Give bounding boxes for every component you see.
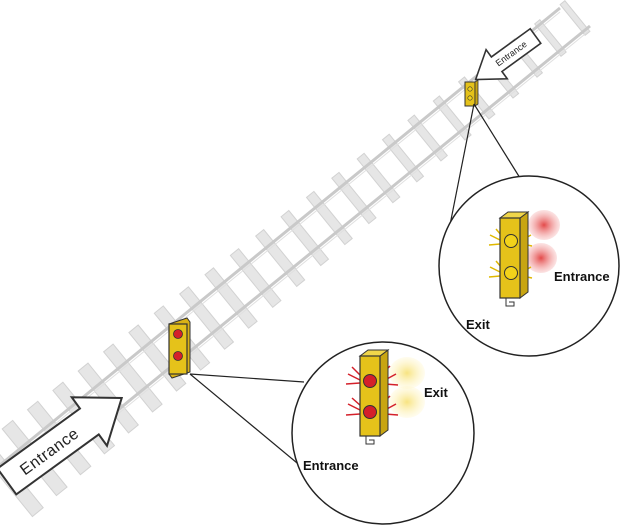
signal-lower-lamp-bottom bbox=[173, 351, 183, 361]
track-sleeper bbox=[102, 343, 163, 413]
entrance-arrow-top: Entrance bbox=[474, 27, 542, 81]
signal-upper-on-track bbox=[464, 79, 479, 107]
callout-lower-exit-label: Exit bbox=[424, 385, 449, 400]
callout-upper-entrance-label: Entrance bbox=[554, 269, 610, 284]
track-sleeper bbox=[381, 133, 425, 183]
track-sleeper bbox=[204, 267, 258, 329]
track-sleeper bbox=[533, 18, 567, 58]
upper-enlarged-lamp-bottom bbox=[504, 266, 518, 280]
signal-lower-enlarged bbox=[358, 349, 390, 445]
track-sleeper bbox=[178, 286, 235, 350]
lower-enlarged-lamp-top bbox=[363, 374, 377, 388]
upper-enlarged-lamp-top bbox=[504, 234, 518, 248]
signal-lower-lamp-top bbox=[173, 329, 183, 339]
callout-lower-entrance-label: Entrance bbox=[303, 458, 359, 473]
track-sleeper bbox=[559, 0, 591, 37]
callout-upper-exit-label: Exit bbox=[466, 317, 491, 332]
track-sleeper bbox=[229, 247, 282, 309]
track-sleeper bbox=[407, 114, 449, 162]
lower-enlarged-lamp-bottom bbox=[363, 405, 377, 419]
callout-upper: Entrance Exit bbox=[438, 175, 620, 357]
callout-lower: Exit Entrance bbox=[291, 341, 475, 525]
signal-upper-enlarged bbox=[498, 211, 530, 307]
signal-lower-on-track bbox=[168, 317, 191, 379]
